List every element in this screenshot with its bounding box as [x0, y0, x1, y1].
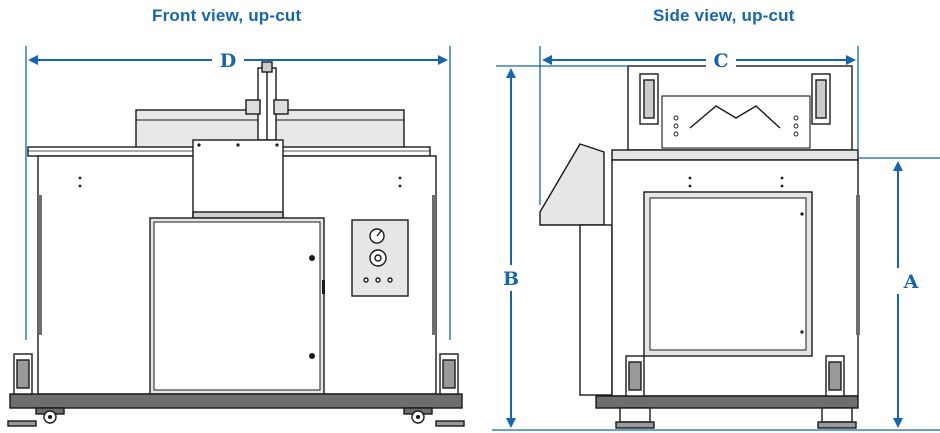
side-view-machine	[539, 65, 860, 429]
side-leveling-feet	[625, 355, 845, 397]
front-view-machine	[7, 61, 465, 427]
control-pendant	[539, 143, 605, 226]
blade-housing	[192, 139, 284, 219]
dimension-c: C	[539, 46, 859, 205]
dimension-a: A	[858, 157, 940, 428]
front-leveling-feet	[13, 353, 459, 395]
side-base-frame	[595, 395, 859, 409]
dimension-a-label: A	[903, 271, 919, 293]
dimension-b-label: B	[503, 268, 519, 290]
front-view-title: Front view, up-cut	[152, 6, 302, 25]
dimension-b: B	[492, 65, 940, 431]
front-base-frame	[9, 393, 463, 409]
front-casters	[35, 407, 433, 424]
side-view-title: Side view, up-cut	[653, 6, 795, 25]
dimension-d-label: D	[220, 50, 236, 72]
dimension-c-label: C	[713, 50, 728, 72]
side-table-top	[611, 149, 859, 161]
dimension-d: D	[25, 46, 451, 340]
